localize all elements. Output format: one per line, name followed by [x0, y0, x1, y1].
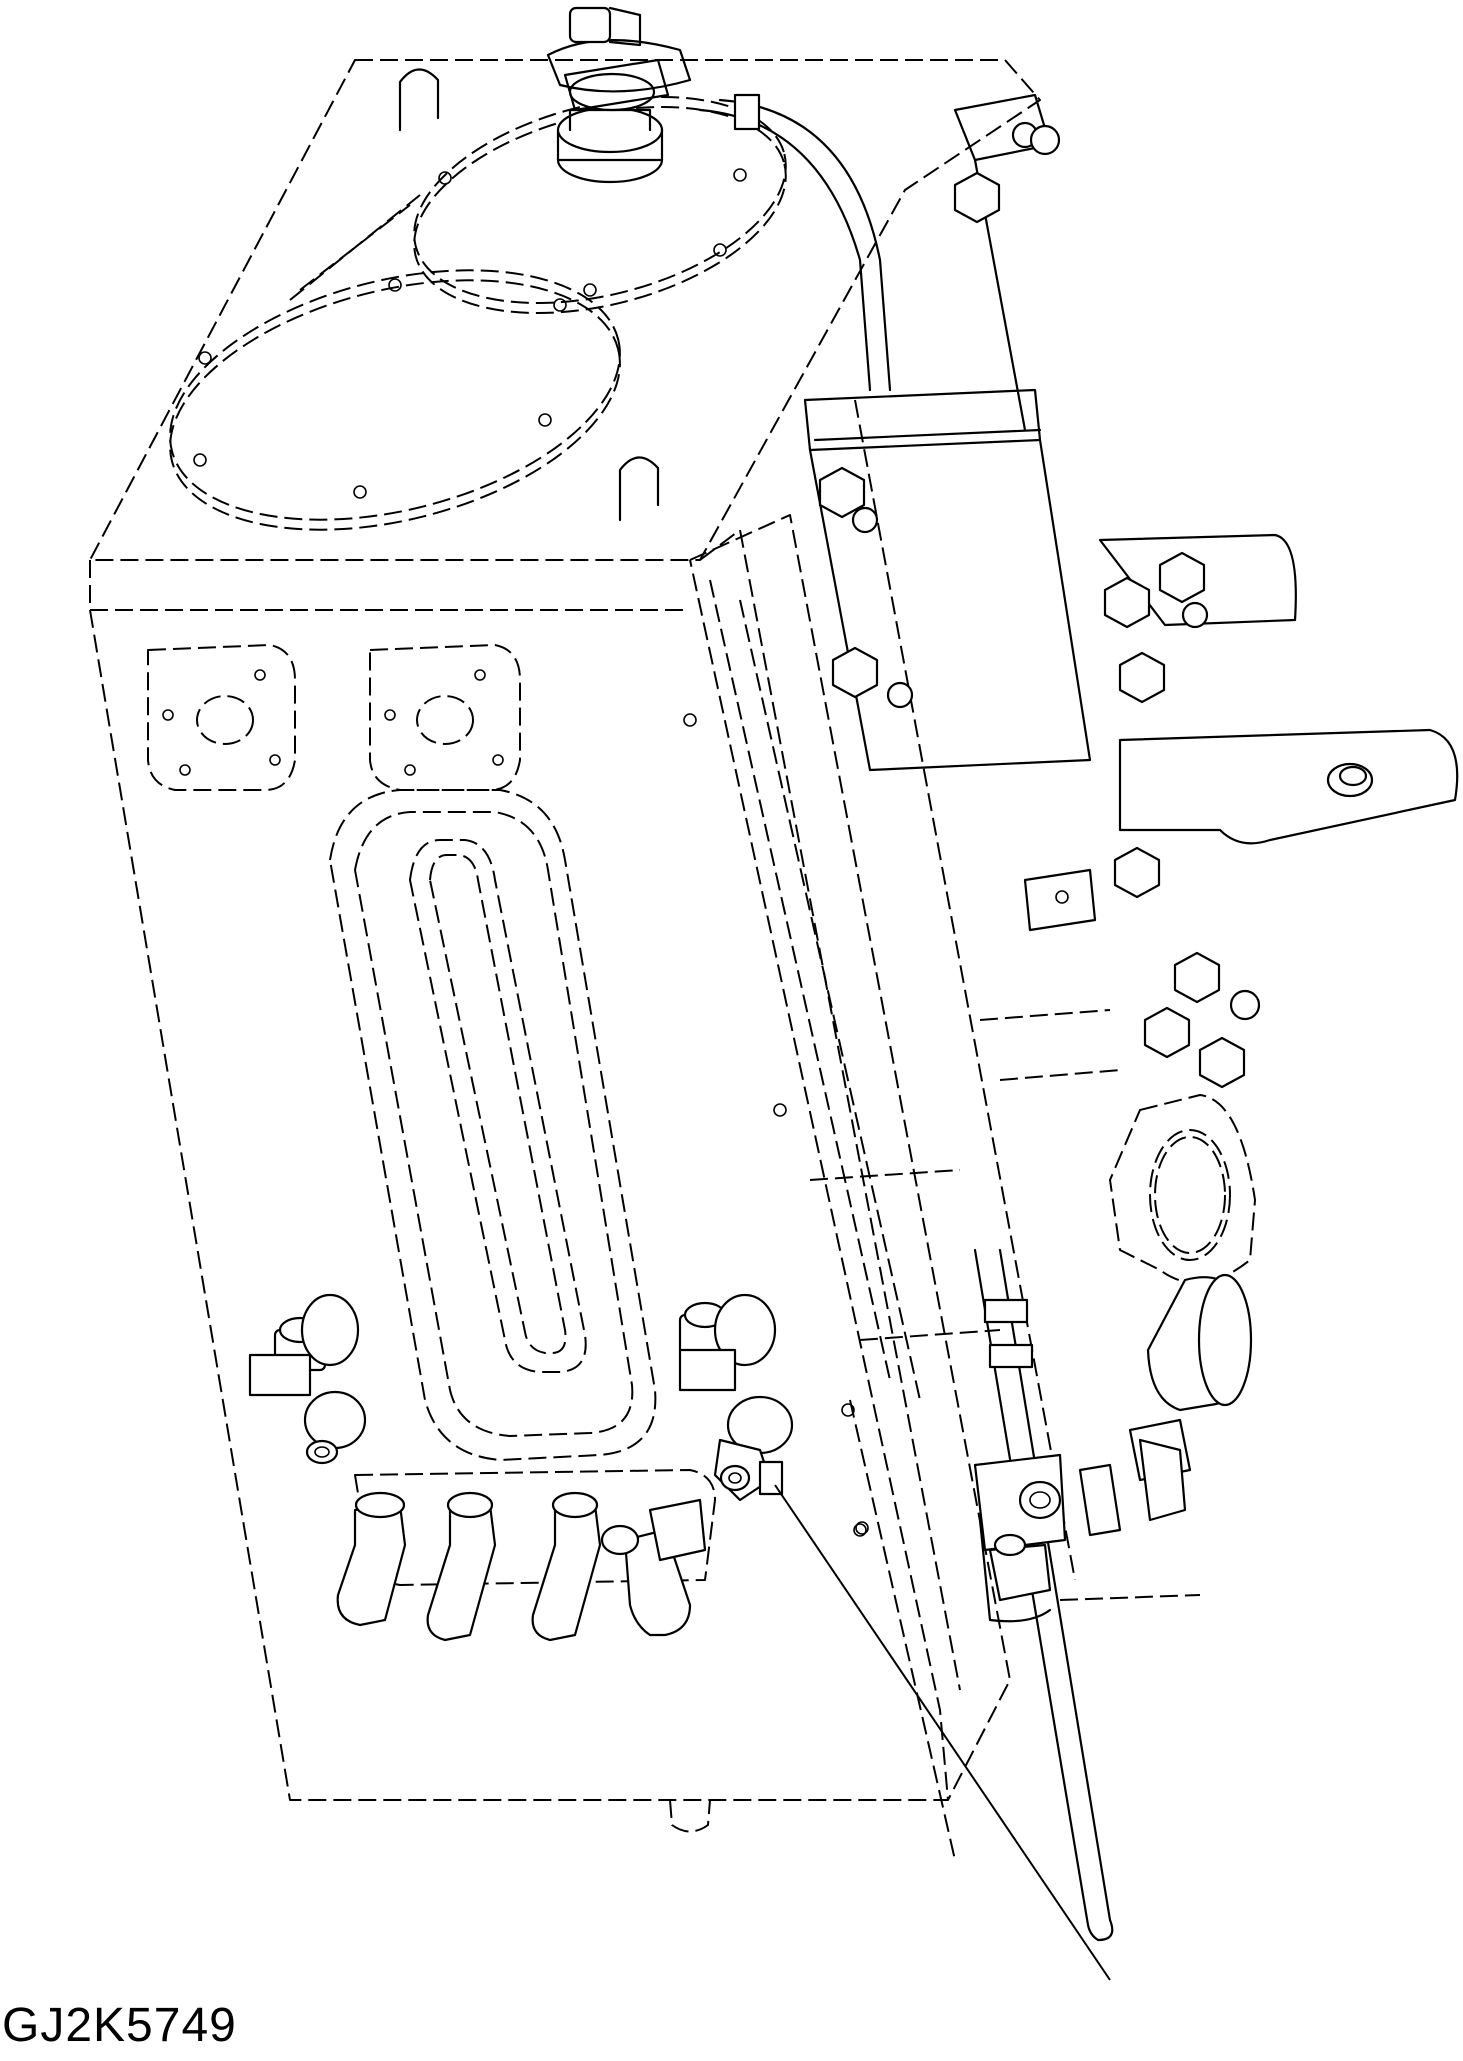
bottom-fittings [248, 1293, 794, 1642]
return-hose [698, 93, 1114, 1942]
cover-bolt-holes [193, 123, 747, 499]
tank-body [89, 59, 1076, 1833]
callout-leader-line [774, 1484, 1111, 1981]
right-face-details [683, 579, 1201, 1861]
elbow-fitting-1 [248, 1293, 367, 1465]
elbow-fitting-2 [678, 1293, 777, 1392]
right-side-ports [973, 1094, 1256, 1623]
sight-gauge [329, 789, 657, 1461]
port-flanges [147, 644, 521, 791]
hex-bolts [818, 171, 1246, 1089]
breather-tube-left [398, 68, 440, 132]
pointed-fitting [713, 1395, 794, 1502]
hex-nuts [851, 121, 1261, 1021]
mounting-bracket [803, 93, 1459, 1089]
access-cover-plates [169, 68, 787, 531]
breather-tube-right [618, 456, 660, 522]
tube-stubs [336, 1491, 707, 1642]
filler-cap-assembly [546, 6, 692, 184]
figure-id-label: GJ2K5749 [2, 1999, 237, 2052]
